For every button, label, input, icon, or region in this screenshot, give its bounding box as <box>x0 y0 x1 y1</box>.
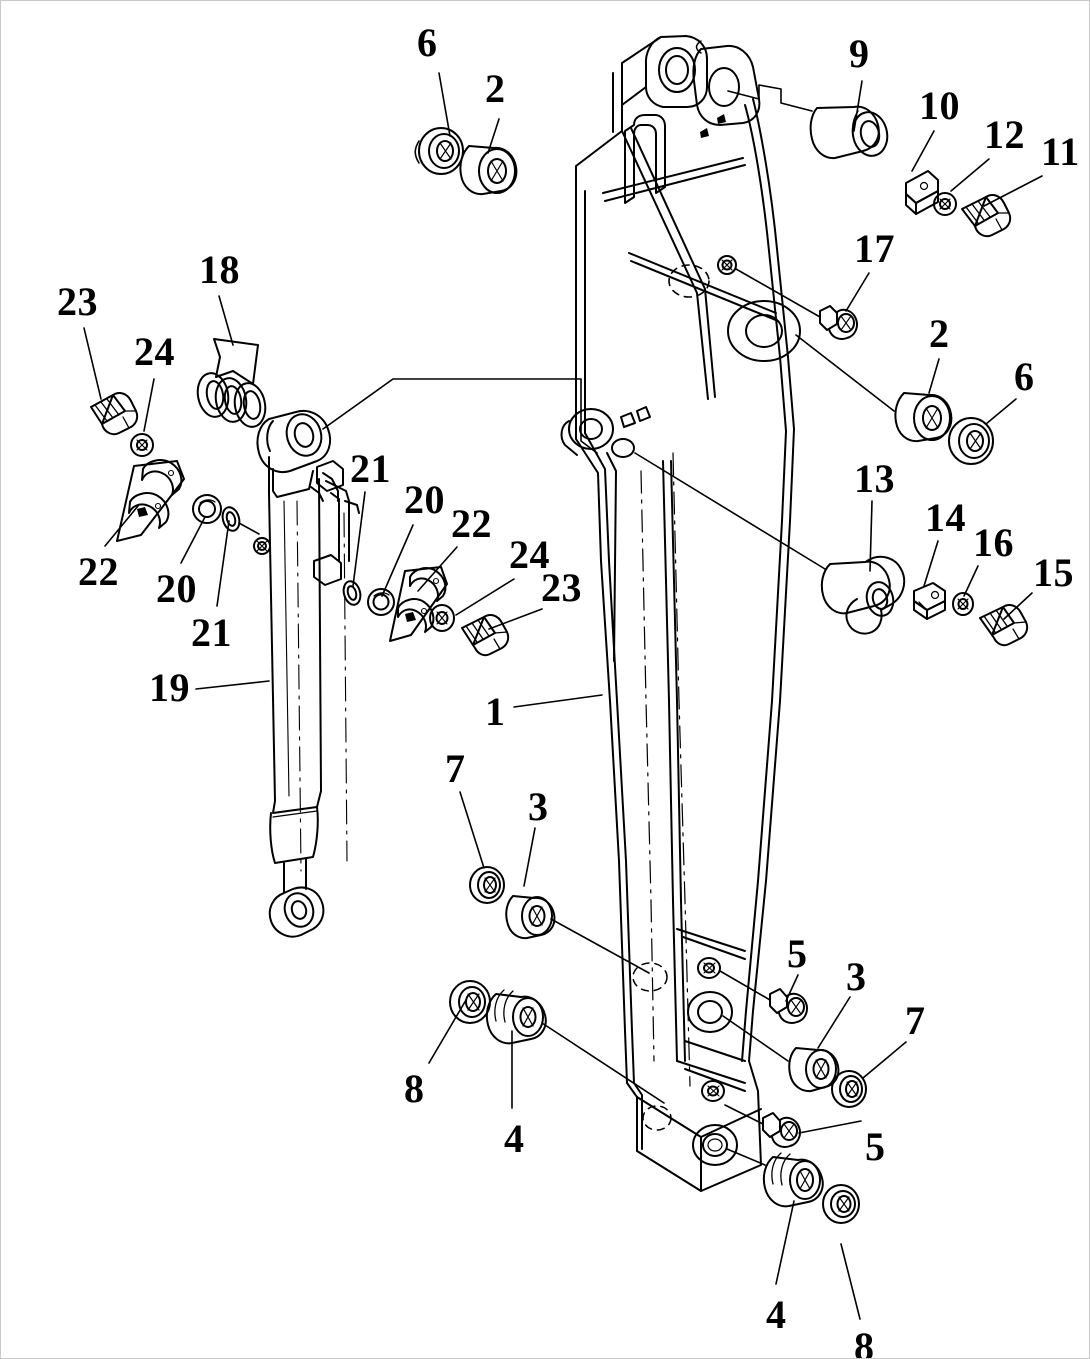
part-4-bottom-bushing <box>726 1148 824 1208</box>
callout-13: 13 <box>854 456 895 501</box>
hydraulic-cylinder-19 <box>253 410 360 938</box>
part-21-left-oring <box>221 506 260 535</box>
callout-4: 4 <box>766 1292 787 1337</box>
part-17-grease-fitting <box>735 268 858 340</box>
callout-24: 24 <box>509 532 550 577</box>
part-18-shim-set <box>196 338 267 428</box>
callout-23: 23 <box>541 565 582 610</box>
callout-20: 20 <box>404 477 445 522</box>
callout-9: 9 <box>849 31 870 76</box>
part-4-left-bushing <box>485 989 665 1104</box>
callout-20: 20 <box>156 566 197 611</box>
part-23-mid-bolt <box>461 614 510 657</box>
callout-8: 8 <box>854 1324 875 1359</box>
part-12-washer <box>933 192 957 216</box>
callout-3: 3 <box>528 784 549 829</box>
callout-21: 21 <box>350 446 391 491</box>
callout-21: 21 <box>191 610 232 655</box>
part-7-left-seal <box>469 866 505 904</box>
callout-22: 22 <box>451 501 492 546</box>
callout-5: 5 <box>865 1124 886 1169</box>
part-24-left-washer <box>130 433 154 457</box>
part-11-bolt <box>961 194 1012 238</box>
part-9-pin <box>727 84 889 160</box>
part-2-top-bushing <box>459 145 518 196</box>
callout-7: 7 <box>445 746 466 791</box>
callout-11: 11 <box>1041 129 1080 174</box>
part-22-left-clamps <box>116 459 185 542</box>
cylinder-mount-leader <box>322 378 598 454</box>
callout-4: 4 <box>504 1116 525 1161</box>
part-5-upper-fitting <box>719 970 808 1024</box>
callout-12: 12 <box>984 112 1025 157</box>
part-24-mid-washer <box>429 604 455 632</box>
part-7-right-seal <box>831 1070 867 1108</box>
part-22-mid-clamps <box>389 566 448 642</box>
part-23-left-bolt <box>90 392 139 436</box>
arm-stick-weldment <box>560 35 801 1192</box>
part-6-top-seal <box>414 127 464 175</box>
part-13-pin <box>634 452 906 635</box>
part-3-left-bushing <box>505 895 650 974</box>
callout-3: 3 <box>846 954 867 999</box>
callout-10: 10 <box>919 83 960 128</box>
callout-15: 15 <box>1033 550 1074 595</box>
part-3-right-bushing <box>722 1015 840 1093</box>
callout-8: 8 <box>404 1066 425 1111</box>
callout-18: 18 <box>199 247 240 292</box>
part-16-washer <box>952 592 974 616</box>
part-10-retainer-plate <box>905 170 939 215</box>
callout-19: 19 <box>149 665 190 710</box>
part-8-bottom-seal <box>822 1184 860 1224</box>
callout-6: 6 <box>1014 354 1035 399</box>
callout-7: 7 <box>905 998 926 1043</box>
part-2-right-bushing <box>795 334 953 443</box>
callout-22: 22 <box>78 549 119 594</box>
callout-1: 1 <box>485 689 506 734</box>
callout-17: 17 <box>854 226 895 271</box>
callout-6: 6 <box>417 20 438 65</box>
part-15-bolt <box>979 604 1029 647</box>
callout-2: 2 <box>929 311 950 356</box>
callout-16: 16 <box>973 520 1014 565</box>
part-20-mid-oring <box>367 588 395 616</box>
callout-2: 2 <box>485 66 506 111</box>
part-20-left-oring <box>192 494 222 524</box>
callout-24: 24 <box>134 329 175 374</box>
part-5-lower-fitting <box>724 1104 862 1148</box>
part-6-right-seal <box>948 417 994 465</box>
callout-leaders <box>83 72 1043 1320</box>
callout-5: 5 <box>787 931 808 976</box>
callout-23: 23 <box>57 279 98 324</box>
part-14-retainer-plate <box>913 582 946 620</box>
callout-14: 14 <box>925 495 966 540</box>
part-21-mid-oring <box>342 580 362 606</box>
